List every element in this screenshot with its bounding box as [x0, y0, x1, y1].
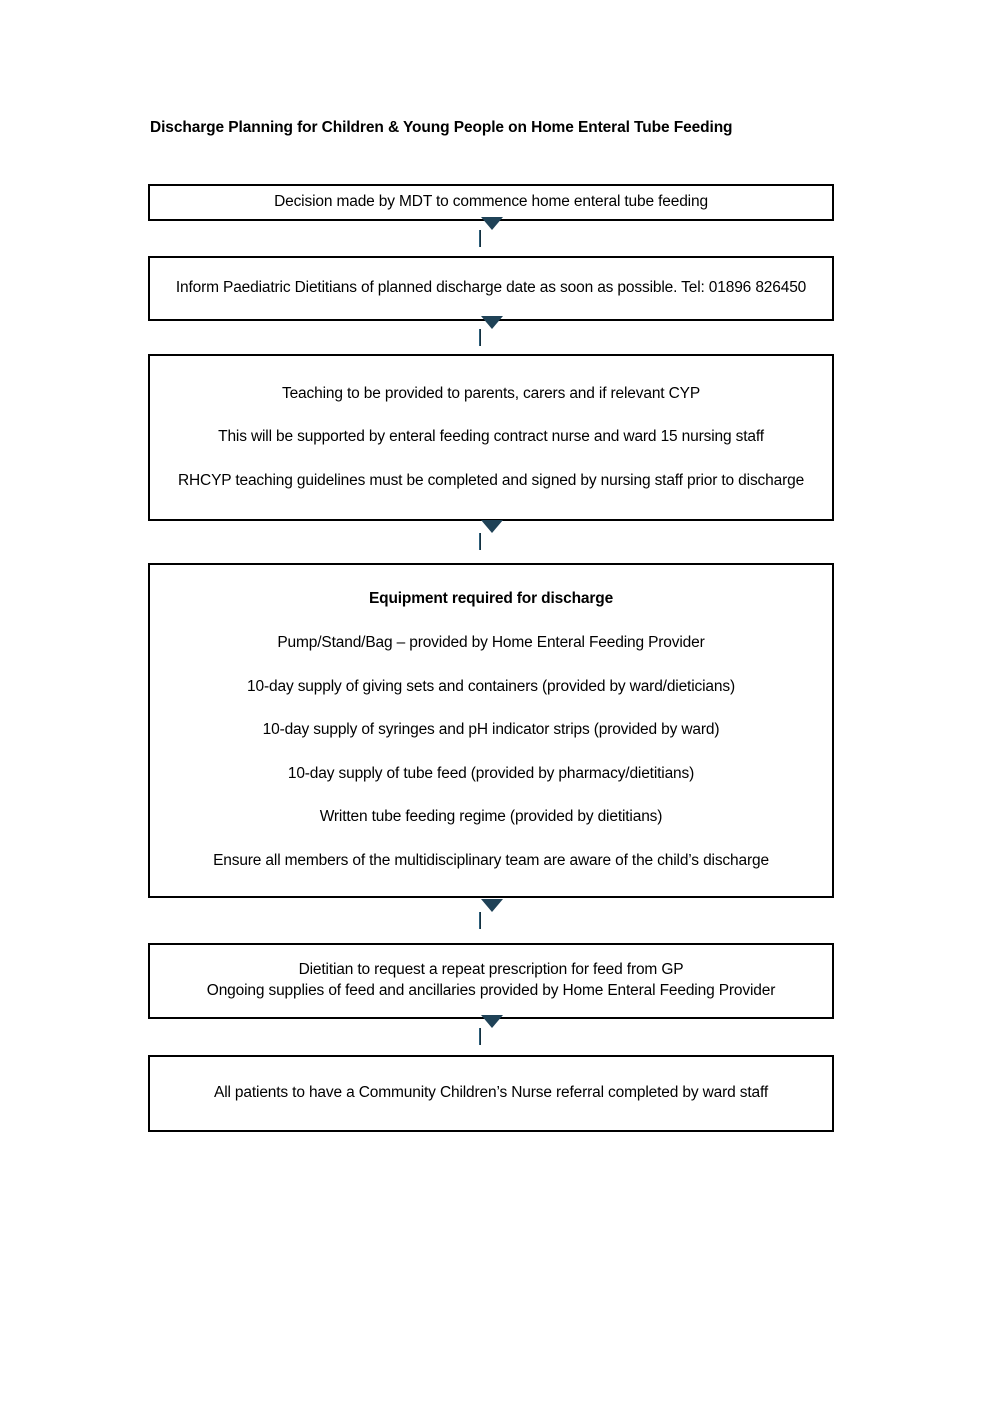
node-text: Ongoing supplies of feed and ancillaries… [206, 982, 776, 999]
down-arrow-icon [479, 520, 503, 551]
flowchart-node-teaching: Teaching to be provided to parents, care… [148, 354, 834, 521]
connector-arrow-3 [148, 520, 834, 563]
flowchart-node-community-nurse-referral: All patients to have a Community Childre… [148, 1055, 834, 1132]
node-text: 10-day supply of giving sets and contain… [247, 677, 735, 695]
down-arrow-icon [479, 898, 503, 930]
node-text: RHCYP teaching guidelines must be comple… [177, 471, 805, 489]
node-text: Teaching to be provided to parents, care… [281, 384, 701, 402]
down-arrow-icon [479, 1015, 503, 1046]
node-text: This will be supported by enteral feedin… [218, 428, 764, 446]
connector-arrow-5 [148, 1015, 834, 1055]
flowchart: Decision made by MDT to commence home en… [148, 184, 834, 1132]
node-text: All patients to have a Community Childre… [214, 1084, 768, 1102]
connector-arrow-4 [148, 898, 834, 943]
connector-arrow-1 [148, 216, 834, 256]
node-text: Dietitian to request a repeat prescripti… [298, 961, 684, 979]
flowchart-node-decision: Decision made by MDT to commence home en… [148, 184, 834, 221]
page-title: Discharge Planning for Children & Young … [150, 119, 733, 136]
node-text: Pump/Stand/Bag – provided by Home Entera… [277, 633, 705, 651]
node-text: Inform Paediatric Dietitians of planned … [175, 279, 807, 297]
node-text: Written tube feeding regime (provided by… [319, 808, 663, 826]
node-heading: Equipment required for discharge [368, 590, 614, 608]
down-arrow-icon [479, 315, 503, 347]
connector-arrow-2 [148, 315, 834, 354]
node-text: Decision made by MDT to commence home en… [274, 193, 708, 211]
node-text: 10-day supply of tube feed (provided by … [287, 764, 695, 782]
flowchart-node-prescription: Dietitian to request a repeat prescripti… [148, 943, 834, 1019]
flowchart-node-inform-dietitians: Inform Paediatric Dietitians of planned … [148, 256, 834, 321]
node-text: 10-day supply of syringes and pH indicat… [262, 721, 720, 739]
down-arrow-icon [479, 216, 503, 248]
node-text: Ensure all members of the multidisciplin… [213, 852, 769, 870]
flowchart-node-equipment: Equipment required for discharge Pump/St… [148, 563, 834, 898]
